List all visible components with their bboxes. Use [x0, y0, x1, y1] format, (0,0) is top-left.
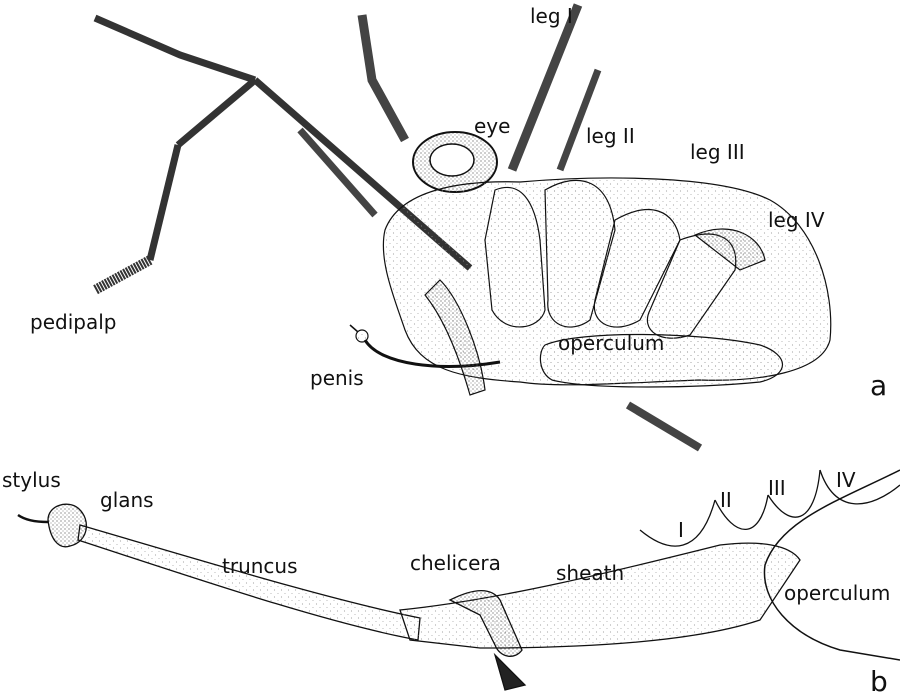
panel-b-drawing [17, 469, 900, 691]
leg-III-label: leg III [690, 140, 745, 164]
operculum-label-b: operculum [784, 581, 891, 605]
coxa-drawing [767, 469, 821, 518]
panel-b-letter: b [870, 665, 888, 698]
sheath-label: sheath [556, 561, 625, 585]
operculum-label-a: operculum [558, 331, 665, 355]
leg-II-drawing [556, 68, 602, 172]
leg-II-label: leg II [586, 124, 635, 148]
glans-label: glans [100, 488, 154, 512]
leg-IV-label: leg IV [768, 208, 825, 232]
coxa-III-label: III [768, 476, 786, 500]
chelicera-label: chelicera [410, 551, 501, 575]
truncus-label: truncus [222, 554, 298, 578]
coxa-drawing [484, 186, 546, 328]
pointer-line [625, 401, 703, 452]
coxa-IV-label: IV [836, 468, 856, 492]
coxa-I-label: I [678, 518, 684, 542]
stylus-drawing [17, 513, 49, 524]
coxa-drawing [593, 209, 681, 328]
leg-I-drawing [507, 3, 583, 172]
truncus-drawing [77, 524, 421, 641]
chelicera-drawing [424, 279, 486, 396]
leg-stub-drawing [357, 14, 409, 143]
coxa-II-label: II [720, 488, 732, 512]
penis-label: penis [310, 366, 364, 390]
operculum-drawing [539, 333, 784, 388]
panel-a-drawing [92, 3, 832, 396]
coxa-drawing [819, 469, 900, 505]
stylus-label: stylus [2, 468, 61, 492]
pedipalp-label: pedipalp [30, 310, 117, 334]
chelicera-drawing [448, 589, 523, 657]
leg-stub-drawing [297, 127, 378, 218]
coxa-drawing [714, 494, 769, 530]
eye-label: eye [474, 114, 511, 138]
leg-I-label: leg I [530, 4, 573, 28]
panel-a-letter: a [870, 369, 888, 402]
coxa-drawing [693, 228, 766, 271]
operculum-drawing [763, 469, 900, 661]
coxa-drawing [639, 499, 716, 547]
